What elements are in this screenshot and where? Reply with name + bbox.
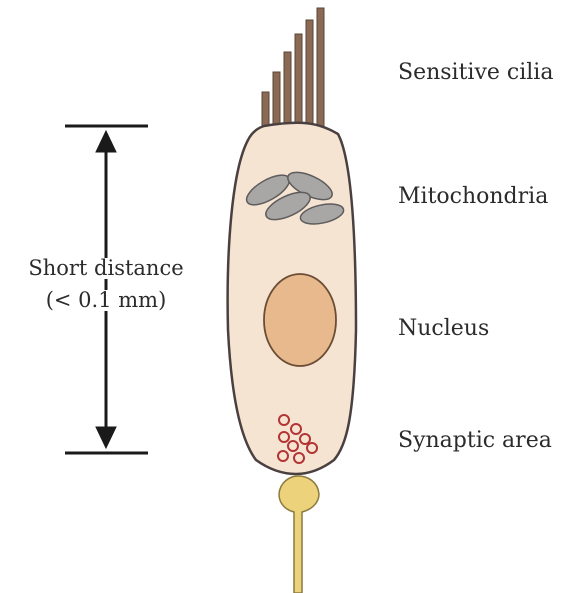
label-mitochondria: Mitochondria [398, 186, 548, 208]
arrow-up-icon [96, 131, 116, 152]
label-synaptic-area: Synaptic area [398, 430, 552, 452]
cilium [306, 20, 313, 137]
nerve-terminal [279, 476, 319, 593]
label-sensitive-cilia: Sensitive cilia [398, 62, 553, 84]
label-distance-value: (< 0.1 mm) [22, 290, 190, 311]
cilium [317, 8, 324, 137]
cilia-bundle [262, 8, 324, 137]
label-nucleus: Nucleus [398, 318, 489, 340]
label-short-distance: Short distance [22, 258, 190, 279]
arrow-down-icon [96, 427, 116, 448]
nucleus [264, 274, 336, 366]
